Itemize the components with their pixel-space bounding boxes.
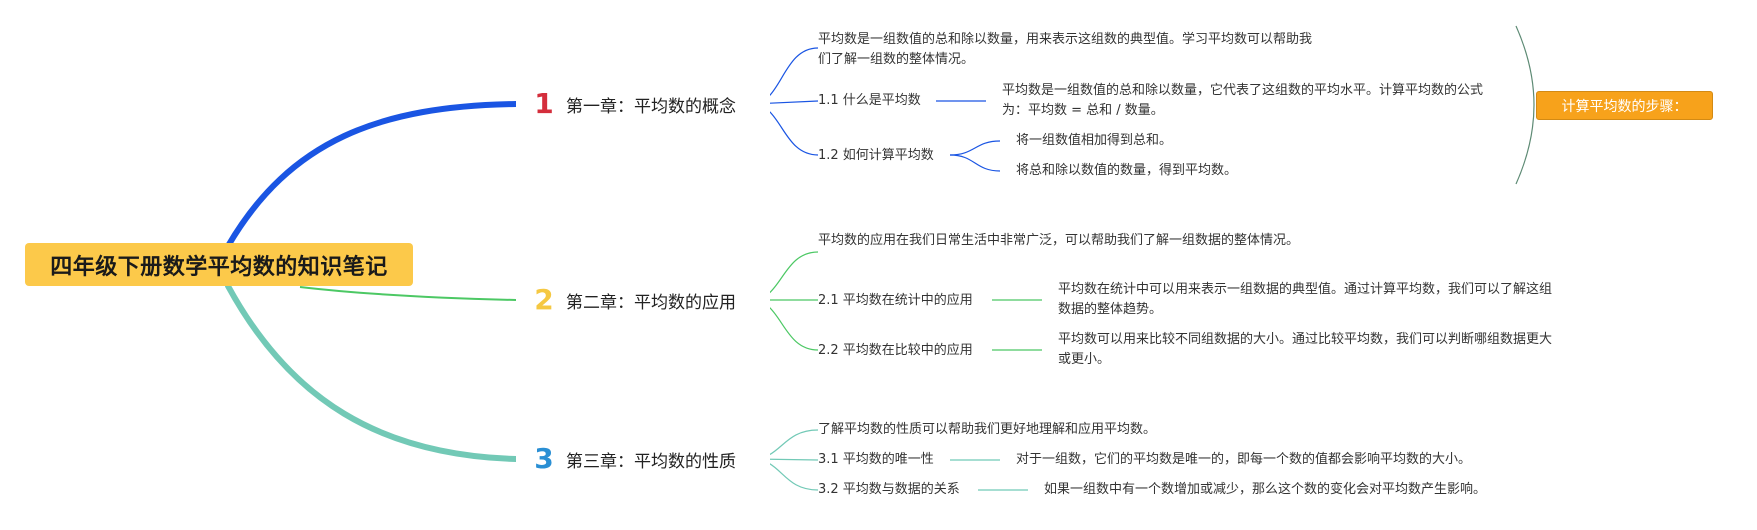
chapter-1-number: 1 [534, 87, 554, 120]
edge-root-to-chapter-1 [225, 101, 519, 249]
chapter-2-label: 第二章：平均数的应用 [566, 292, 736, 313]
summary-callout[interactable]: 计算平均数的步骤： [1536, 91, 1713, 120]
section-1-1-label[interactable]: 1.1 什么是平均数 [818, 93, 921, 108]
edge-root-to-chapter-2 [299, 286, 517, 301]
section-2-1-label[interactable]: 2.1 平均数在统计中的应用 [818, 293, 973, 308]
summary-bracket [1515, 25, 1535, 185]
section-3-1-label[interactable]: 3.1 平均数的唯一性 [818, 452, 934, 467]
root-title: 四年级下册数学平均数的知识笔记 [50, 254, 388, 280]
chapter-3-intro[interactable]: 了解平均数的性质可以帮助我们更好地理解和应用平均数。 [818, 422, 1157, 437]
section-2-1-detail[interactable]: 平均数在统计中可以用来表示一组数据的典型值。通过计算平均数，我们可以了解这组数据… [1058, 282, 1553, 317]
chapter-1-node[interactable]: 1 第一章：平均数的概念 [516, 84, 770, 124]
root-topic[interactable]: 四年级下册数学平均数的知识笔记 [25, 243, 413, 286]
section-1-2-label[interactable]: 1.2 如何计算平均数 [818, 148, 934, 163]
section-2-2-label[interactable]: 2.2 平均数在比较中的应用 [818, 343, 973, 358]
chapter-3-number: 3 [534, 442, 554, 475]
section-1-1-detail[interactable]: 平均数是一组数值的总和除以数量，它代表了这组数的平均水平。计算平均数的公式为：平… [1002, 83, 1484, 118]
chapter-1-intro[interactable]: 平均数是一组数值的总和除以数量，用来表示这组数的典型值。学习平均数可以帮助我们了… [818, 32, 1313, 67]
chapter-1-label: 第一章：平均数的概念 [566, 96, 736, 117]
summary-callout-label: 计算平均数的步骤： [1561, 98, 1688, 115]
edge-root-to-chapter-3 [225, 283, 519, 462]
section-2-2-detail[interactable]: 平均数可以用来比较不同组数据的大小。通过比较平均数，我们可以判断哪组数据更大或更… [1058, 332, 1553, 367]
chapter-2-number: 2 [534, 283, 554, 316]
chapter-3-label: 第三章：平均数的性质 [566, 451, 736, 472]
section-3-2-detail[interactable]: 如果一组数中有一个数增加或减少，那么这个数的变化会对平均数产生影响。 [1044, 482, 1487, 497]
chapter-2-intro[interactable]: 平均数的应用在我们日常生活中非常广泛，可以帮助我们了解一组数据的整体情况。 [818, 233, 1300, 248]
section-3-1-detail[interactable]: 对于一组数，它们的平均数是唯一的，即每一个数的值都会影响平均数的大小。 [1016, 452, 1472, 467]
chapter-3-node[interactable]: 3 第三章：平均数的性质 [516, 439, 770, 479]
chapter-2-node[interactable]: 2 第二章：平均数的应用 [516, 280, 770, 320]
section-1-2-step-1[interactable]: 将一组数值相加得到总和。 [1016, 133, 1173, 148]
section-3-2-label[interactable]: 3.2 平均数与数据的关系 [818, 482, 960, 497]
section-1-2-step-2[interactable]: 将总和除以数值的数量，得到平均数。 [1016, 163, 1238, 178]
